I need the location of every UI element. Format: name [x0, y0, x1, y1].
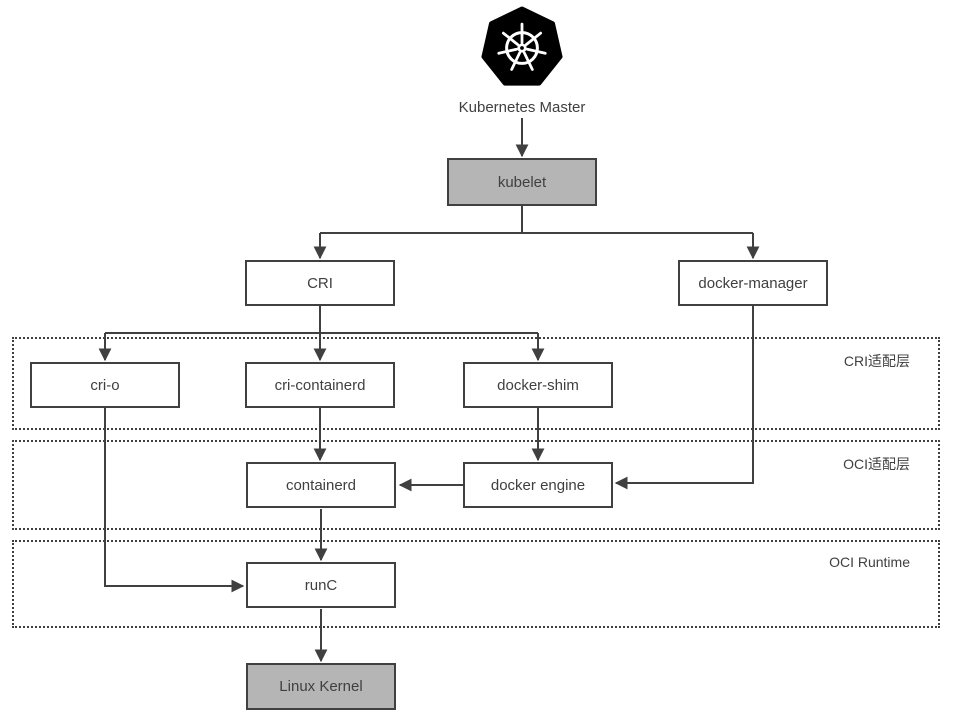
node-linux-kernel: Linux Kernel	[246, 663, 396, 710]
node-cri: CRI	[245, 260, 395, 306]
node-containerd: containerd	[246, 462, 396, 508]
kubernetes-master-label: Kubernetes Master	[458, 99, 586, 116]
region-oci-runtime: OCI Runtime	[12, 540, 940, 628]
node-docker-manager-label: docker-manager	[698, 274, 808, 292]
region-oci-layer: OCI适配层	[12, 440, 940, 530]
node-docker-shim: docker-shim	[463, 362, 613, 408]
edge-docker-manager-to-docker-engine	[614, 306, 754, 490]
region-oci-runtime-label: OCI Runtime	[829, 554, 910, 570]
node-docker-shim-label: docker-shim	[497, 376, 579, 394]
region-oci-layer-label: OCI适配层	[843, 456, 910, 472]
node-docker-engine-label: docker engine	[490, 476, 586, 494]
node-cri-o: cri-o	[30, 362, 180, 408]
node-kubelet: kubelet	[447, 158, 597, 206]
node-docker-engine: docker engine	[463, 462, 613, 508]
region-cri-layer-label: CRI适配层	[843, 353, 910, 369]
node-runc: runC	[246, 562, 396, 608]
node-linux-kernel-label: Linux Kernel	[279, 678, 363, 695]
node-runc-label: runC	[304, 576, 338, 594]
edge-kubelet-rail	[320, 206, 753, 234]
region-cri-layer: CRI适配层	[12, 337, 940, 430]
node-kubelet-label: kubelet	[497, 173, 547, 191]
edge-cri-o-to-runc	[104, 408, 245, 593]
edge-cri-rail	[105, 306, 538, 334]
node-containerd-label: containerd	[285, 476, 357, 494]
node-cri-label: CRI	[307, 274, 333, 292]
node-cri-containerd-label: cri-containerd	[274, 376, 366, 394]
node-cri-containerd: cri-containerd	[245, 362, 395, 408]
node-docker-manager: docker-manager	[678, 260, 828, 306]
node-cri-o-label: cri-o	[90, 376, 120, 394]
kubernetes-helm-icon	[480, 6, 564, 90]
